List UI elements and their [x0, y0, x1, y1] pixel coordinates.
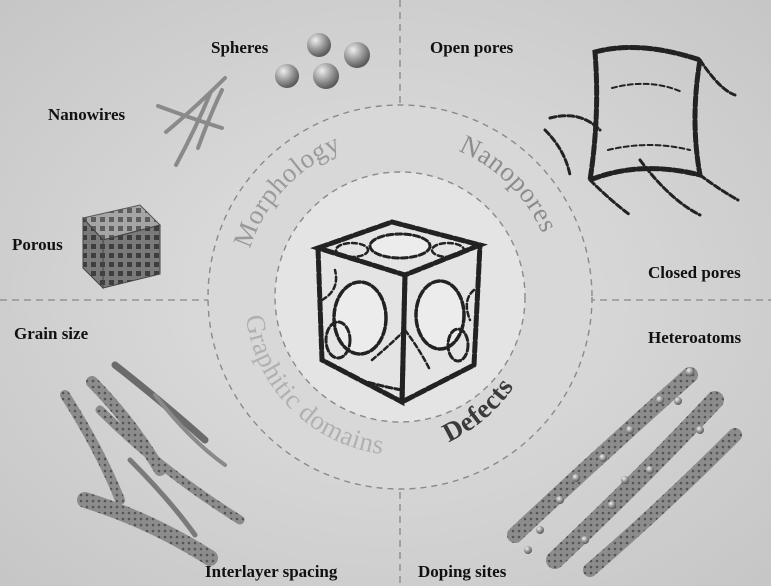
- doping-sites-label: Doping sites: [418, 562, 507, 581]
- closed-pores-label: Closed pores: [648, 263, 741, 282]
- porous-cube-illustration: [83, 205, 160, 288]
- grain-size-label: Grain size: [14, 324, 89, 343]
- interlayer-spacing-label: Interlayer spacing: [205, 562, 338, 581]
- nanowires-label: Nanowires: [48, 105, 126, 124]
- open-pores-label: Open pores: [430, 38, 514, 57]
- heteroatoms-label: Heteroatoms: [648, 328, 742, 347]
- spheres-label: Spheres: [211, 38, 269, 57]
- porous-label: Porous: [12, 235, 63, 254]
